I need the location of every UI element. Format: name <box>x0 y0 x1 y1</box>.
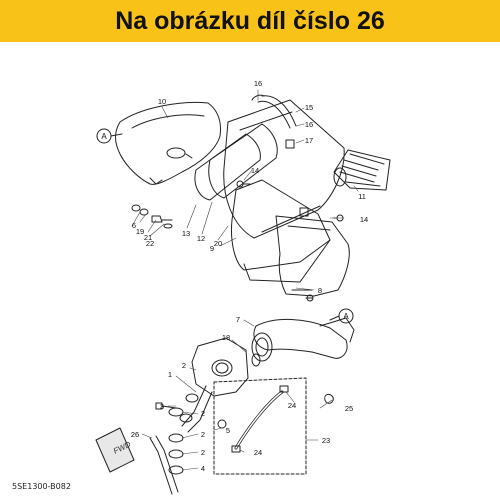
intake-joint <box>251 317 355 362</box>
label-25: 25 <box>345 404 353 413</box>
fasteners <box>131 204 173 229</box>
label-13: 13 <box>182 229 190 238</box>
label-23: 23 <box>322 436 330 445</box>
label-4: 4 <box>201 464 205 473</box>
label-7: 9 <box>210 244 214 253</box>
clip <box>324 393 334 404</box>
label-24-b: 24 <box>254 448 262 457</box>
callout-a-left: A <box>101 132 107 141</box>
label-11: 20 <box>214 239 222 248</box>
label-2-b: 2 <box>201 430 205 439</box>
hose-clamp <box>251 353 261 367</box>
label-14-b: 14 <box>360 215 368 224</box>
label-18: 19 <box>136 227 144 236</box>
label-1: 1 <box>168 370 172 379</box>
label-8: 8 <box>318 286 322 295</box>
label-2-a: 2 <box>201 409 205 418</box>
label-26: 26 <box>131 430 139 439</box>
screws <box>236 180 344 302</box>
label-14-a: 14 <box>251 166 259 175</box>
label-21: 21 <box>144 233 152 242</box>
fwd-arrow <box>95 427 135 473</box>
case-cover-right <box>275 215 350 297</box>
hose-assembly <box>213 377 307 475</box>
diagram-code: 5SE1300-B082 <box>12 482 71 491</box>
filter-plate <box>208 123 278 199</box>
label-12: 12 <box>197 234 205 243</box>
label-5: 5 <box>226 426 230 435</box>
gaskets <box>168 407 227 475</box>
label-22: 18 <box>222 333 230 342</box>
label-2-top: 2 <box>182 361 186 370</box>
label-19: 6 <box>132 221 136 230</box>
air-cleaner-case <box>231 179 331 283</box>
callout-a-right: A <box>343 312 349 321</box>
vacuum-pipe <box>149 435 179 495</box>
label-6: 10 <box>158 97 166 106</box>
label-10: 7 <box>236 315 240 324</box>
label-9: 11 <box>358 192 366 201</box>
label-2-c: 2 <box>201 448 205 457</box>
intake-duct <box>333 149 391 191</box>
title-banner <box>0 0 500 42</box>
plug <box>285 139 295 149</box>
label-3: 3 <box>160 402 164 411</box>
label-17: 17 <box>305 136 313 145</box>
crankcase-cover <box>115 101 221 185</box>
breather-hose <box>251 94 297 129</box>
label-24-a: 24 <box>288 401 296 410</box>
bolt <box>155 402 177 410</box>
filter-gasket <box>194 133 261 201</box>
label-16: 16 <box>305 120 313 129</box>
label-16-top: 16 <box>254 79 262 88</box>
label-15: 15 <box>305 103 313 112</box>
page-title: Na obrázku díl číslo 26 <box>115 7 385 35</box>
label-20: 22 <box>146 239 154 248</box>
